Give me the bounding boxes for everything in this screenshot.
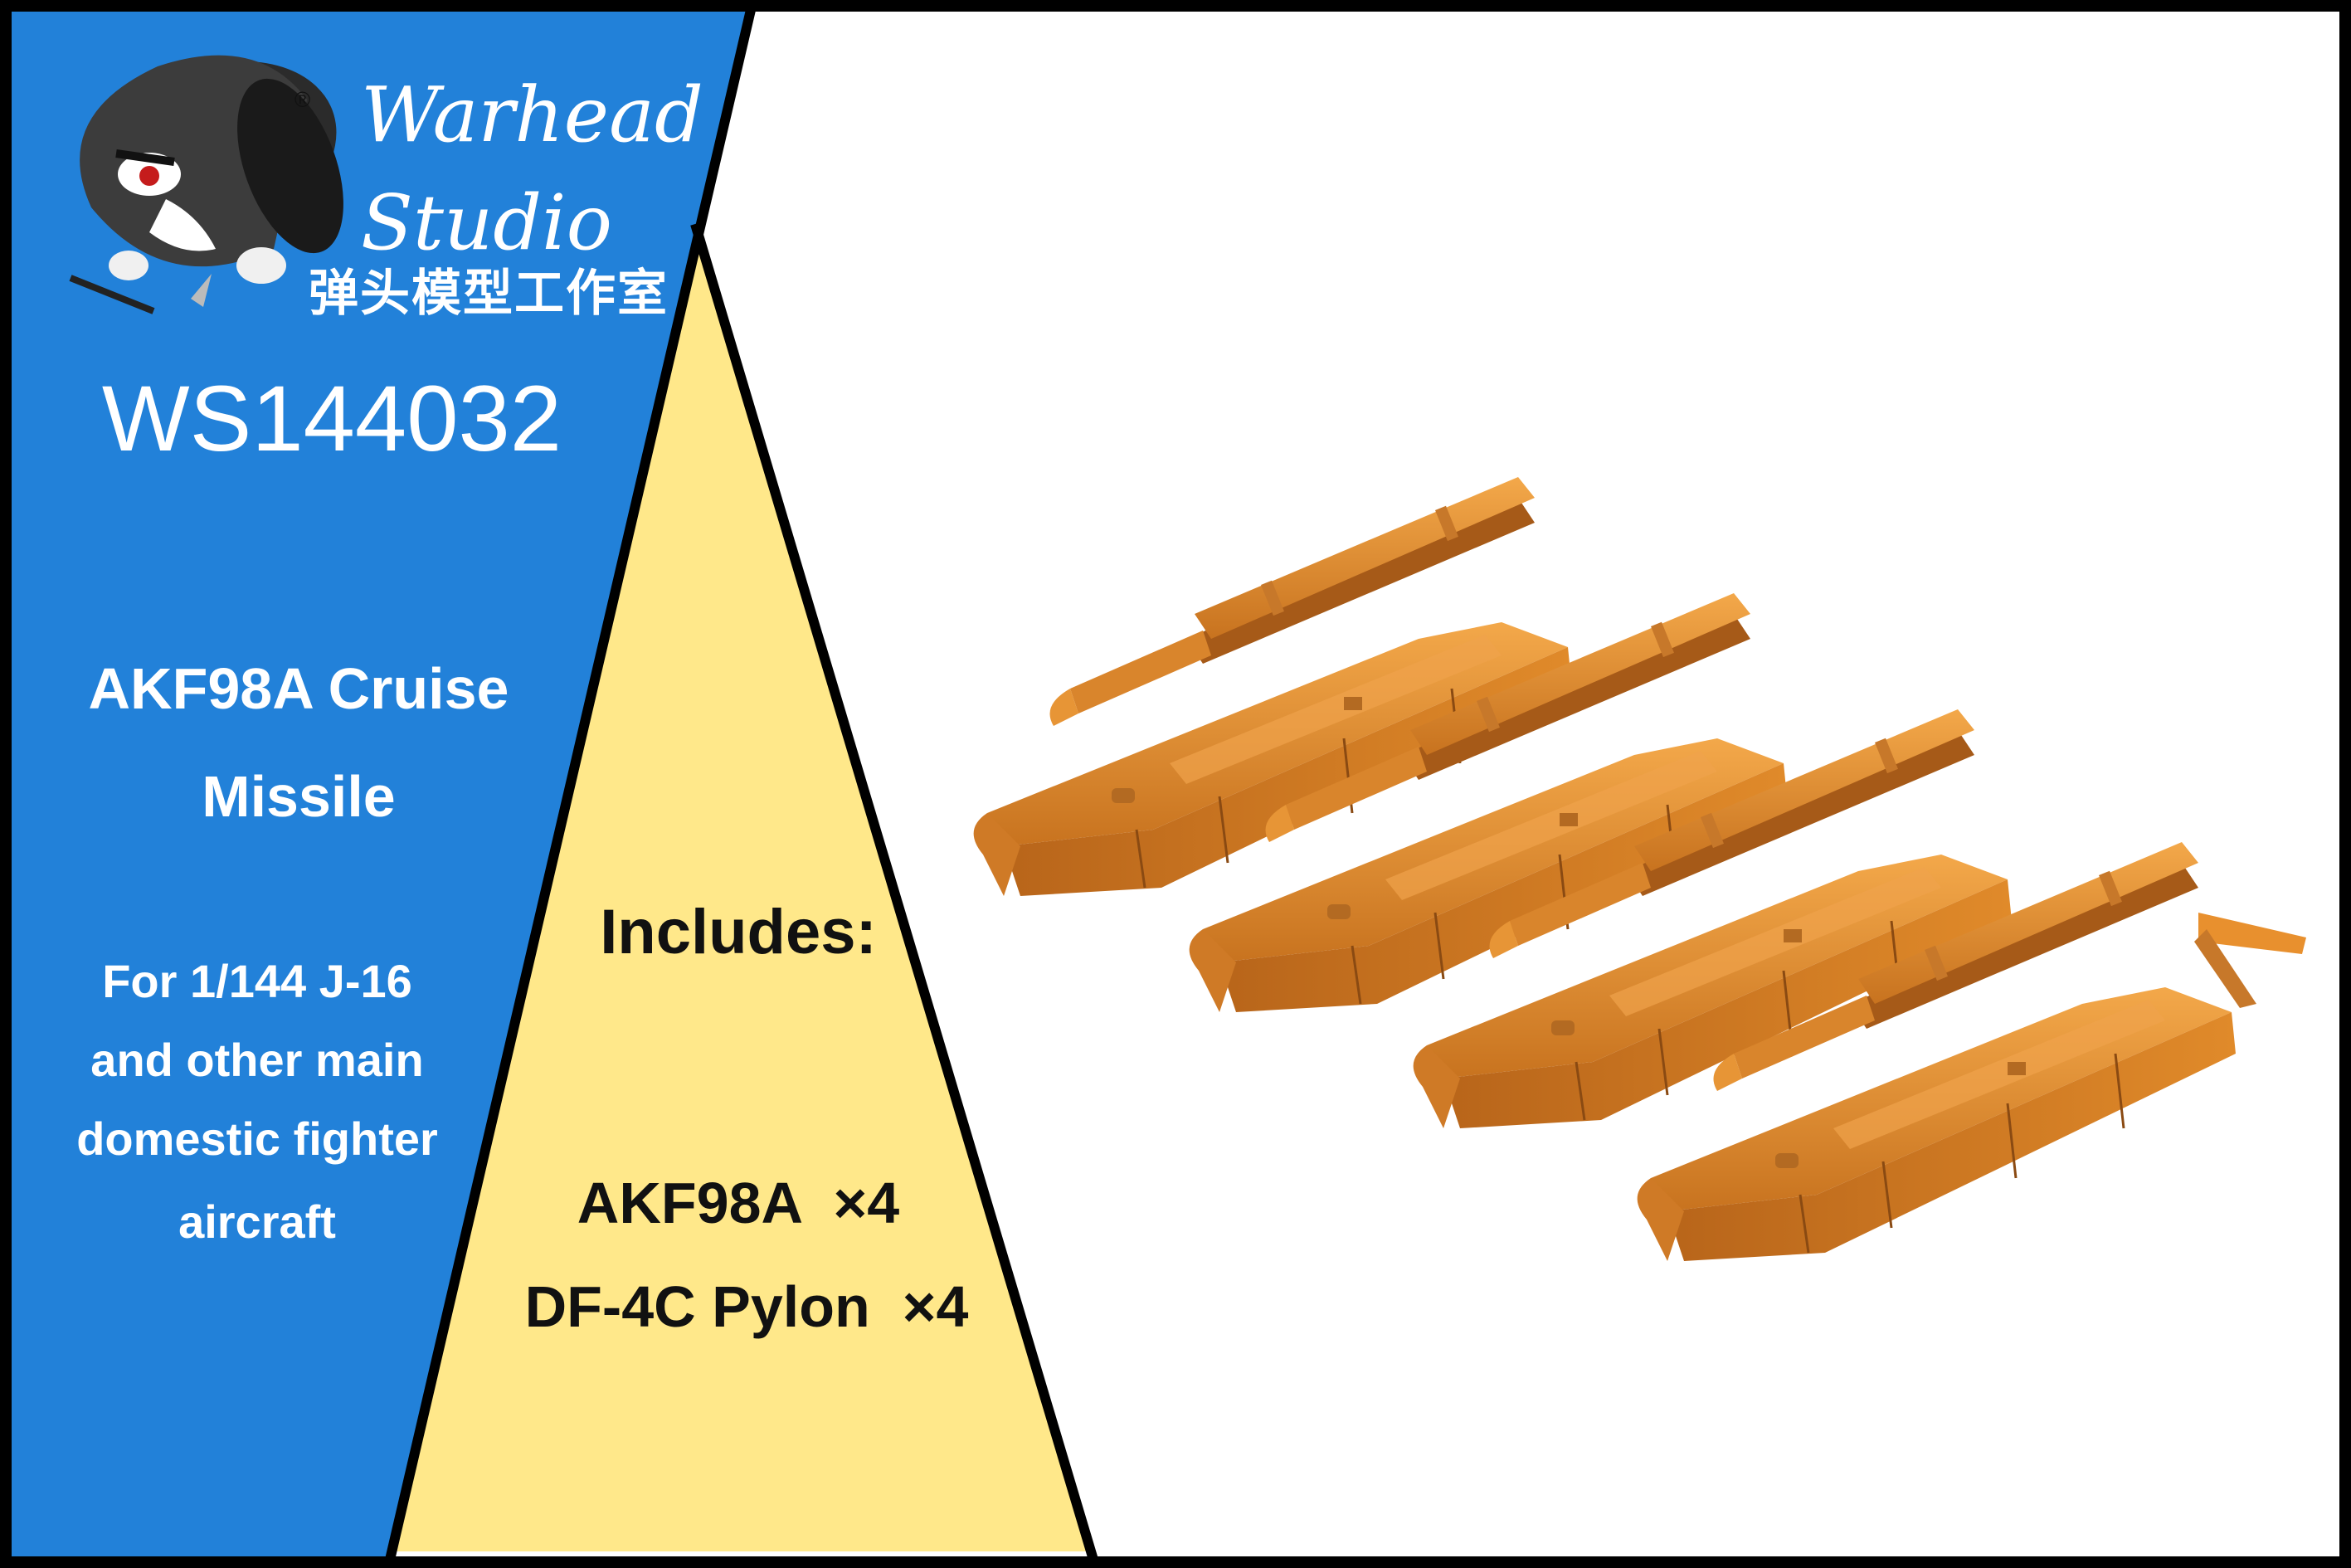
includes-item-missile: AKF98A ×4 bbox=[577, 1171, 900, 1235]
brand-name-line1: Warhead bbox=[361, 71, 703, 159]
product-desc-line3: domestic fighter bbox=[76, 1113, 438, 1165]
product-desc-line1: For 1/144 J-16 bbox=[102, 955, 412, 1007]
brand-name-line2: Studio bbox=[361, 178, 612, 267]
missile-tail-fin bbox=[2198, 913, 2306, 954]
includes-heading: Includes: bbox=[600, 897, 877, 967]
brand-name-chinese: 弹头模型工作室 bbox=[309, 265, 669, 323]
product-code: WS144032 bbox=[101, 367, 562, 470]
includes-item-pylon: DF-4C Pylon ×4 bbox=[524, 1274, 969, 1339]
registered-mark: ® bbox=[294, 87, 311, 112]
product-desc-line4: aircraft bbox=[178, 1195, 336, 1248]
missile-tail-fin-lower bbox=[2194, 929, 2256, 1008]
product-desc-line2: and other main bbox=[90, 1034, 424, 1086]
product-title-line1: AKF98A Cruise bbox=[88, 656, 509, 721]
product-title-line2: Missile bbox=[202, 764, 396, 829]
warhead-mascot-logo bbox=[69, 55, 343, 314]
